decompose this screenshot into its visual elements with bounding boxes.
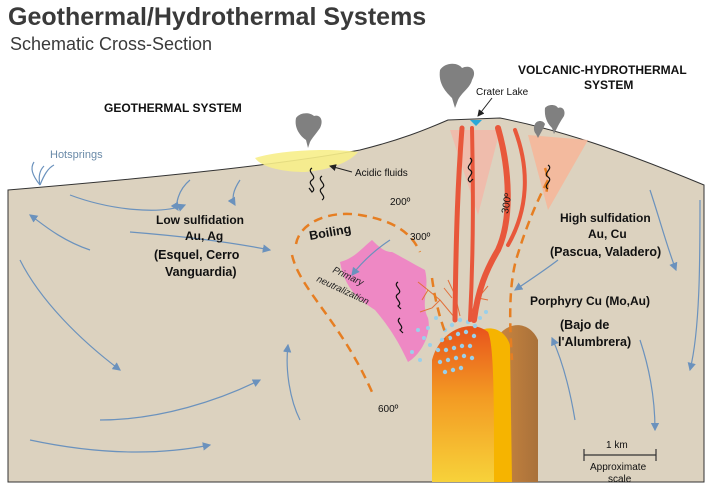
- eruption-plumes: [295, 63, 565, 148]
- isotherms: [290, 167, 550, 393]
- label-high-sulfidation-example: (Pascua, Valadero): [550, 245, 661, 259]
- label-volcanic-line2: SYSTEM: [584, 78, 633, 92]
- label-scale-approximate: Approximate: [590, 462, 647, 473]
- label-isotherm-200: 200º: [390, 197, 411, 208]
- high-sulfidation-zone: [528, 135, 588, 210]
- fluid-path-symbols: [308, 157, 551, 334]
- label-scale-value: 1 km: [606, 440, 628, 451]
- label-acidic-fluids: Acidic fluids: [355, 168, 408, 179]
- label-scale-scale: scale: [608, 474, 632, 485]
- intrusion-core: [432, 326, 494, 482]
- groundwater-flow-arrows: [19, 179, 701, 453]
- label-high-sulfidation-metals: Au, Cu: [588, 227, 627, 241]
- label-isotherm-300-conduit: 300º: [500, 192, 514, 214]
- label-high-sulfidation: High sulfidation: [560, 211, 651, 225]
- crater-lake-pointer: [477, 97, 493, 117]
- label-geothermal-system: GEOTHERMAL SYSTEM: [104, 101, 242, 115]
- label-low-sulfidation-example2: Vanguardia): [165, 265, 237, 279]
- label-volcanic-line1: VOLCANIC-HYDROTHERMAL: [518, 63, 687, 77]
- diagram-subtitle: Schematic Cross-Section: [10, 34, 212, 54]
- label-hotsprings: Hotsprings: [50, 149, 103, 161]
- label-low-sulfidation-example1: (Esquel, Cerro: [154, 248, 240, 262]
- stockwork-dots: [410, 310, 488, 375]
- label-porphyry: Porphyry Cu (Mo,Au): [530, 294, 650, 308]
- label-porphyry-example2: l'Alumbrera): [558, 335, 631, 349]
- primary-neutralization-zone: [340, 240, 429, 362]
- label-low-sulfidation-metals: Au, Ag: [185, 229, 223, 243]
- label-isotherm-300-left: 300º: [410, 232, 431, 243]
- hotsprings-symbol: [31, 161, 55, 186]
- crater-lake: [470, 120, 482, 126]
- scale-bar: [583, 449, 657, 461]
- acidic-fluids-pointer: [329, 164, 353, 173]
- label-porphyry-example1: (Bajo de: [560, 318, 609, 332]
- diagram-title: Geothermal/Hydrothermal Systems: [8, 3, 426, 31]
- label-low-sulfidation: Low sulfidation: [156, 213, 244, 227]
- label-isotherm-600: 600º: [378, 404, 399, 415]
- magmatic-conduits: [452, 125, 527, 323]
- label-crater-lake: Crater Lake: [476, 87, 529, 98]
